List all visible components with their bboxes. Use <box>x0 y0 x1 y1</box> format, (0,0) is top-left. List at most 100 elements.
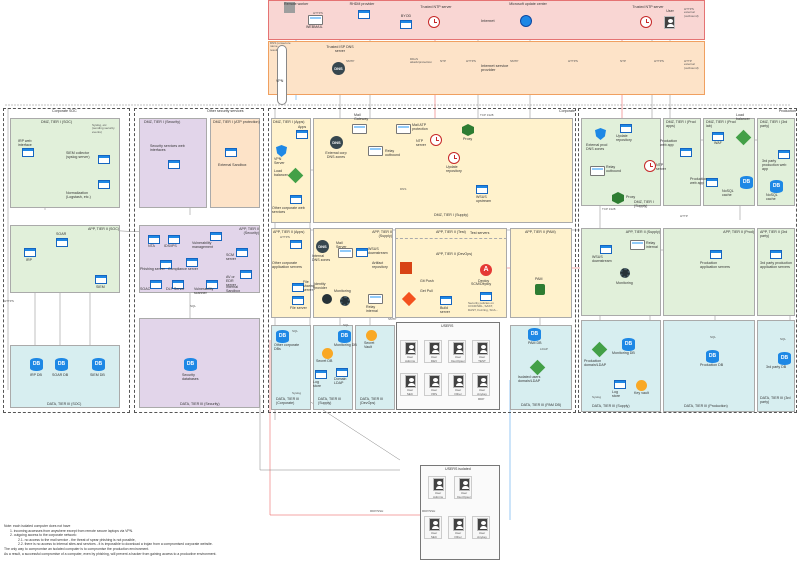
prod-wsus-downstream-icon[interactable] <box>600 245 612 254</box>
key-vault-icon[interactable] <box>636 380 647 391</box>
normalization-icon[interactable] <box>98 180 110 189</box>
test-servers-icon[interactable]: A <box>480 264 492 276</box>
soac-icon[interactable] <box>150 280 162 289</box>
trusted-ntp-icon[interactable] <box>428 16 440 28</box>
external-corp-dns-icon[interactable]: DNS <box>330 136 343 149</box>
phishing-server-icon[interactable] <box>160 260 172 269</box>
siem-icon[interactable] <box>95 275 107 284</box>
security-databases-icon[interactable]: DB <box>184 358 197 371</box>
prod-update-repo-icon[interactable] <box>620 124 632 133</box>
artifact-repo-icon[interactable] <box>400 262 412 274</box>
external-sandbox-label: External Sandbox <box>218 163 247 167</box>
prod-proxy-icon[interactable] <box>612 192 624 204</box>
update-repo-icon[interactable] <box>448 152 460 164</box>
monitoring-icon[interactable] <box>340 296 350 306</box>
external-sandbox-icon[interactable] <box>225 148 237 157</box>
log-store-icon[interactable] <box>315 370 327 379</box>
byod-icon[interactable] <box>400 20 412 29</box>
file-server-icon[interactable] <box>292 296 304 305</box>
vuln-mgmt-icon[interactable] <box>210 232 222 241</box>
apps-icon[interactable] <box>296 130 308 139</box>
file-sharing-icon[interactable] <box>292 283 304 292</box>
third-party-db-icon[interactable]: DB <box>778 352 791 365</box>
vuln-scanner-icon[interactable] <box>206 280 218 289</box>
production-web-app-2-icon[interactable] <box>706 178 718 187</box>
nosql-cache-2-icon[interactable]: DB <box>770 180 783 193</box>
rhdm-provider-icon[interactable] <box>358 10 370 19</box>
irp-web-icon[interactable] <box>22 148 34 157</box>
production-app-servers-icon[interactable] <box>710 250 722 259</box>
scm-server-icon[interactable] <box>236 248 248 257</box>
third-party-app-servers-icon[interactable] <box>770 250 782 259</box>
proxy-icon[interactable] <box>462 124 474 136</box>
vpn-server-icon[interactable] <box>276 145 287 157</box>
prod-monitoring-icon[interactable] <box>620 268 630 278</box>
relay-outbound-icon[interactable] <box>368 146 383 156</box>
prod-ntp-server-icon[interactable] <box>644 160 656 172</box>
mail-atp-icon[interactable] <box>396 124 411 134</box>
other-corp-app-icon[interactable] <box>290 240 302 249</box>
other-corp-dbs-icon[interactable]: DB <box>276 330 289 343</box>
soar-icon[interactable] <box>56 238 68 247</box>
users-isolated-label: USERS isolated <box>445 467 471 471</box>
production-db-icon[interactable]: DB <box>706 350 719 363</box>
identity-provider-icon[interactable] <box>322 294 332 304</box>
remote-worker-icon[interactable] <box>284 2 295 13</box>
wsus-downstream-icon[interactable] <box>356 248 368 257</box>
isp-dns-icon[interactable]: DNS <box>332 62 345 75</box>
compliance-server-icon[interactable] <box>186 258 198 267</box>
prod-monitoring-db-icon[interactable]: DB <box>622 338 635 351</box>
scm-deploy-icon[interactable] <box>480 292 492 301</box>
siem-db-icon[interactable]: DB <box>92 358 105 371</box>
domain-ldap-icon[interactable] <box>336 368 348 377</box>
third-party-app-icon[interactable] <box>778 150 790 159</box>
siem-collector-icon[interactable] <box>98 155 110 164</box>
dlp-server-icon[interactable] <box>172 280 184 289</box>
mail-gateway-icon[interactable] <box>352 124 367 134</box>
build-server-icon[interactable] <box>440 296 452 305</box>
production-web-app-icon[interactable] <box>680 148 692 157</box>
prod-shield-icon[interactable] <box>595 128 606 140</box>
internal-dns-icon[interactable]: DNS <box>316 240 329 253</box>
prod-relay-outbound-icon[interactable] <box>590 166 605 176</box>
av-edr-icon[interactable] <box>240 270 252 279</box>
pam-db-icon[interactable]: DB <box>528 328 541 341</box>
soar-db-icon[interactable]: DB <box>55 358 68 371</box>
waf-icon[interactable] <box>712 132 724 141</box>
ntp-server-icon[interactable] <box>430 134 442 146</box>
webmail-icon[interactable] <box>308 15 323 25</box>
other-corp-web-icon[interactable] <box>290 195 302 204</box>
sec-services-web-icon[interactable] <box>168 160 180 169</box>
monitoring-db-icon[interactable]: DB <box>338 330 351 343</box>
pam-icon[interactable] <box>535 284 545 295</box>
internet-user-icon[interactable] <box>664 16 675 29</box>
wsus-upstream-icon[interactable] <box>476 185 488 194</box>
note-title: Note: each isolated computer does not ha… <box>4 524 71 528</box>
secret-db-icon[interactable] <box>322 348 333 359</box>
secret-vault-icon[interactable] <box>366 330 377 341</box>
nta-icon[interactable] <box>148 235 160 244</box>
irp-db-icon[interactable]: DB <box>30 358 43 371</box>
relay-internal-icon[interactable] <box>368 294 383 304</box>
prod-relay-internal-icon[interactable] <box>630 240 645 250</box>
mail-server-icon[interactable] <box>338 248 353 258</box>
ids-ips-icon[interactable] <box>168 235 180 244</box>
prod-log-store-icon[interactable] <box>614 380 626 389</box>
irp-icon[interactable] <box>24 248 36 257</box>
nosql-cache-icon[interactable]: DB <box>740 176 753 189</box>
ms-update-icon[interactable] <box>520 15 532 27</box>
trusted-ntp-2-icon[interactable] <box>640 16 652 28</box>
